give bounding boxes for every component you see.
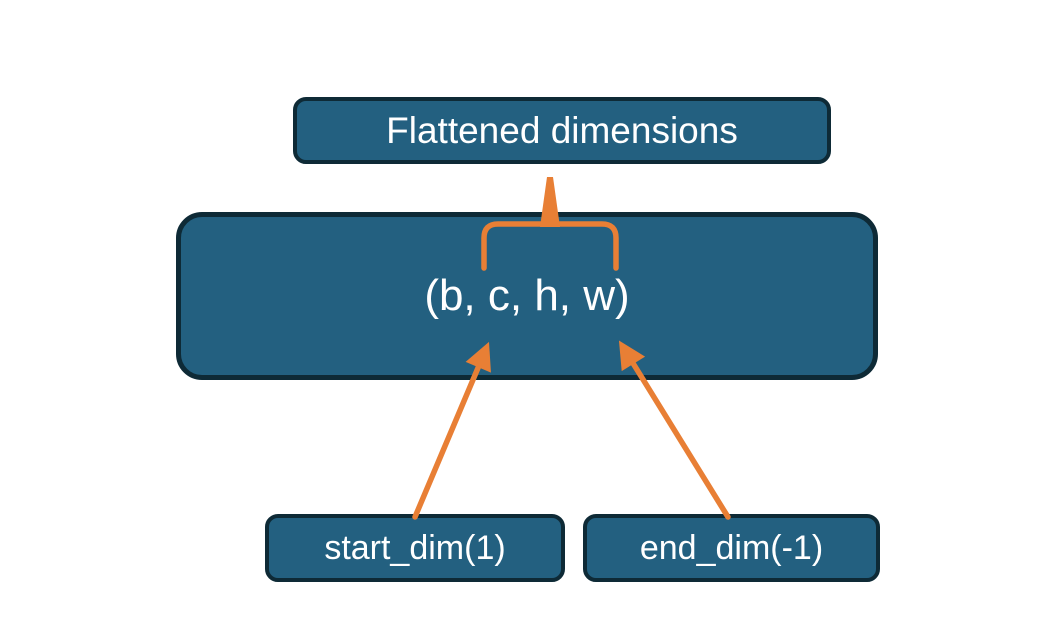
end-dim-box: end_dim(-1) [583,514,880,582]
flattened-dimensions-label: Flattened dimensions [386,109,738,151]
tensor-shape-label: (b, c, h, w) [424,271,630,320]
end-dim-label: end_dim(-1) [639,528,824,567]
start-dim-label: start_dim(1) [324,528,506,567]
start-dim-box: start_dim(1) [265,514,565,582]
flattened-dimensions-box: Flattened dimensions [293,97,831,164]
tensor-shape-box: (b, c, h, w) [176,212,878,380]
